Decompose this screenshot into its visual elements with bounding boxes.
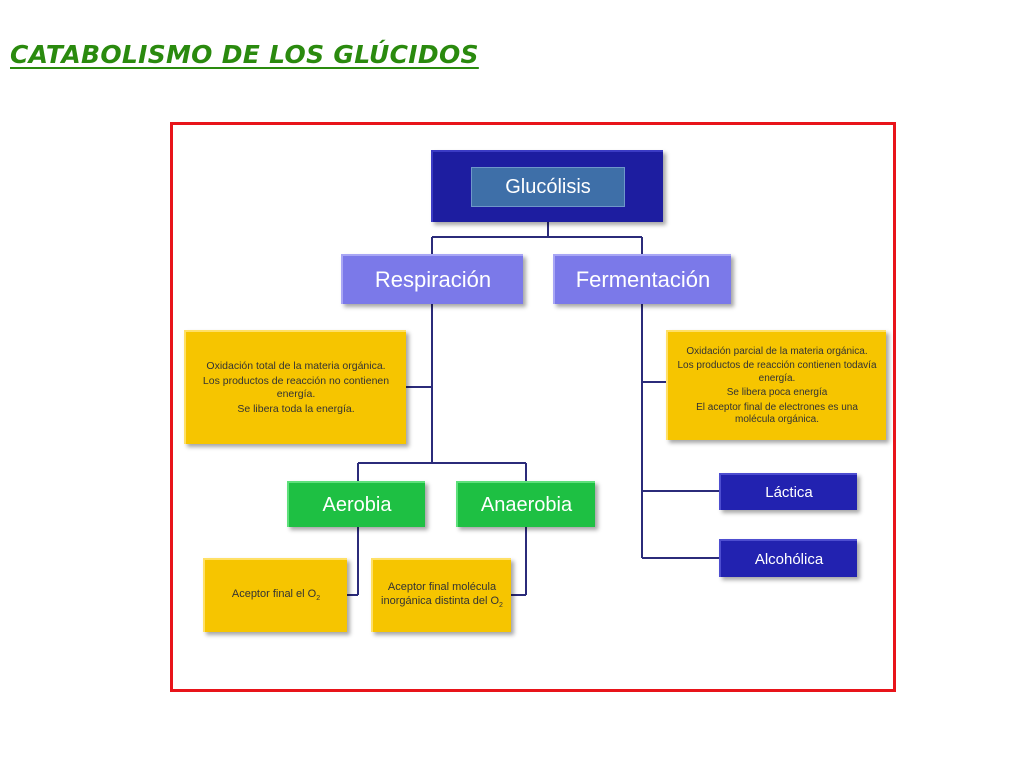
alcoholica-node: Alcohólica: [719, 539, 857, 577]
page-title: CATABOLISMO DE LOS GLÚCIDOS: [10, 40, 479, 69]
anaerobia-info-text: Aceptor final molécula inorgánica distin…: [381, 581, 503, 610]
anaerobia-node: Anaerobia: [456, 481, 595, 527]
anaerobia-info-box: Aceptor final molécula inorgánica distin…: [371, 558, 511, 632]
info-line: El aceptor final de electrones es una mo…: [696, 401, 858, 426]
aerobia-info-box: Aceptor final el O2: [203, 558, 347, 632]
info-line: Se libera poca energía: [726, 387, 828, 398]
respiracion-info-box: Oxidación total de la materia orgánica. …: [184, 330, 406, 444]
info-line: Oxidación parcial de la materia orgánica…: [686, 345, 868, 357]
glucolisis-label: Glucólisis: [471, 167, 625, 207]
aerobia-node: Aerobia: [287, 481, 425, 527]
aerobia-info-text: Aceptor final el O2: [231, 588, 321, 603]
info-line: Los productos de reacción contienen toda…: [677, 360, 877, 384]
glucolisis-node: Glucólisis: [431, 150, 663, 222]
info-line: Oxidación total de la materia orgánica.: [206, 359, 386, 372]
lactica-node: Láctica: [719, 473, 857, 510]
diagram-frame: [170, 122, 896, 692]
respiracion-node: Respiración: [341, 254, 523, 304]
info-line: Se libera toda la energía.: [237, 403, 355, 416]
fermentacion-info-box: Oxidación parcial de la materia orgánica…: [666, 330, 886, 440]
info-line: Los productos de reacción no contienen e…: [202, 374, 390, 400]
fermentacion-node: Fermentación: [553, 254, 731, 304]
